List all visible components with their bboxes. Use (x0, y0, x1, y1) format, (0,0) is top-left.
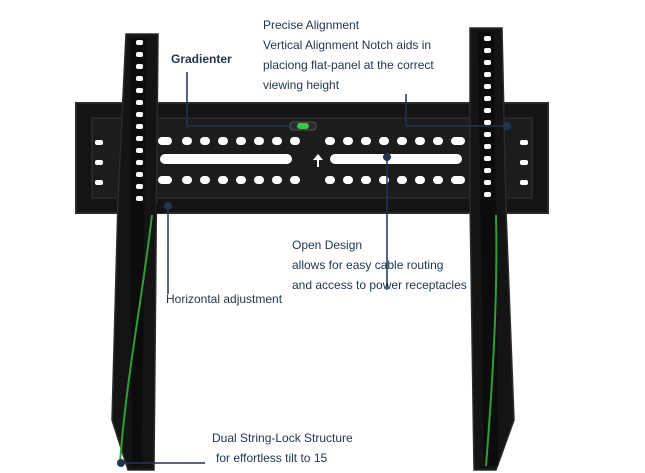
dot-horizontal-adjustment (164, 202, 172, 210)
dual-string-lock-title: Dual String-Lock Structure (212, 431, 353, 445)
wall-plate-slots-lower (158, 176, 465, 184)
precise-alignment-line2: placiong flat-panel at the correct (263, 58, 434, 72)
wall-plate-slots-upper (158, 137, 465, 145)
precise-alignment-line3: viewing height (263, 78, 340, 92)
bubble-level (289, 121, 317, 131)
horizontal-adjustment-label: Horizontal adjustment (166, 292, 283, 306)
left-vertical-arm (111, 33, 166, 471)
precise-alignment-title: Precise Alignment (263, 18, 360, 32)
open-design-line2: and access to power receptacles (292, 278, 467, 292)
callout-leaders (122, 72, 505, 464)
dual-string-lock-callout: Dual String-Lock Structure for effortles… (212, 428, 353, 468)
wall-plate (75, 102, 549, 214)
callout-dots (117, 122, 511, 467)
right-vertical-arm (469, 27, 515, 471)
precise-alignment-callout: Precise Alignment Vertical Alignment Not… (263, 15, 434, 95)
leader-gradienter (186, 72, 292, 127)
level-bubble (297, 123, 309, 129)
up-arrow-icon (313, 154, 323, 167)
wall-plate-side-slots (95, 140, 528, 185)
gradienter-label: Gradienter (171, 52, 232, 66)
open-design-line1: allows for easy cable routing (292, 258, 444, 272)
left-arm-holes (136, 40, 143, 201)
open-design-callout: Open Design allows for easy cable routin… (292, 235, 467, 295)
precise-alignment-line1: Vertical Alignment Notch aids in (263, 38, 432, 52)
left-safety-string (119, 214, 153, 464)
dot-precise-alignment (503, 122, 511, 130)
right-safety-string (485, 214, 498, 467)
dot-dual-string-lock (117, 459, 125, 467)
leader-precise-alignment (405, 94, 505, 127)
dual-string-lock-line1: for effortless tilt to 15 (216, 451, 328, 465)
open-design-title: Open Design (292, 238, 363, 252)
right-arm-holes (484, 36, 491, 197)
dot-open-design (383, 153, 391, 161)
wall-plate-slots-middle (160, 154, 462, 164)
